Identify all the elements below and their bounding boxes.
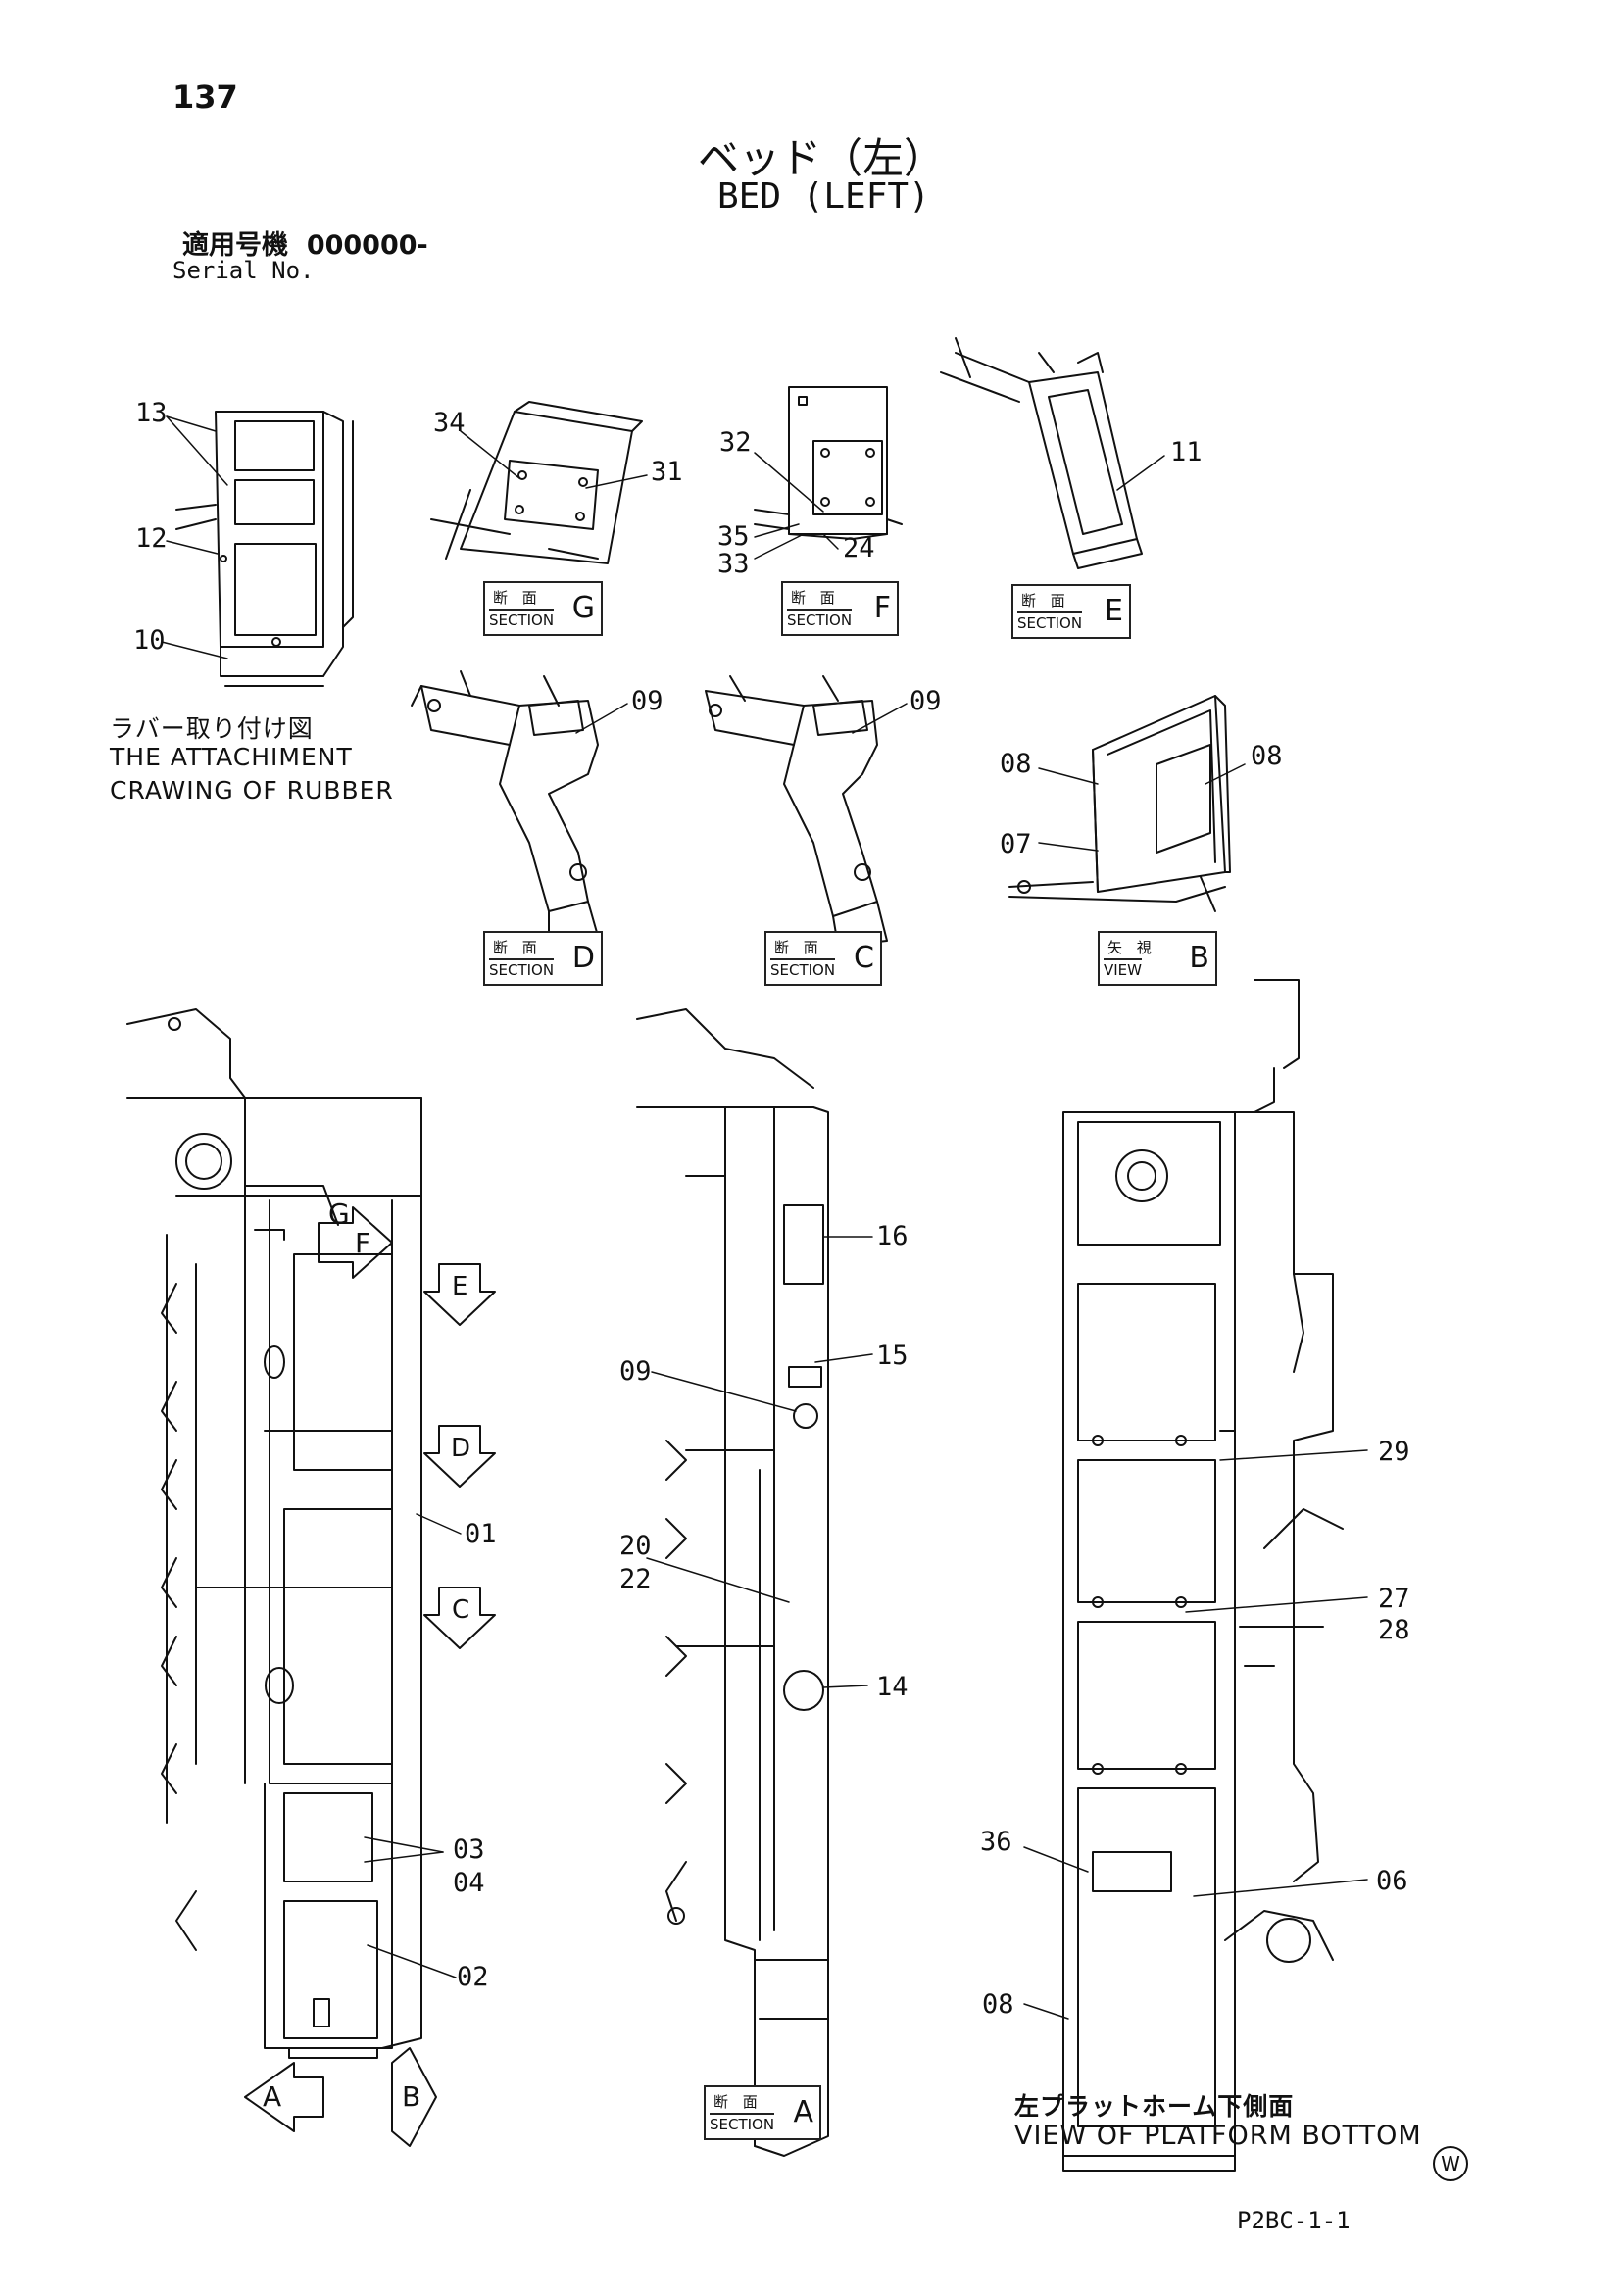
section-f-drawing	[754, 386, 903, 540]
section-d-kanji: 断 面	[493, 939, 542, 956]
part-label-33: 33	[717, 549, 750, 579]
section-d-drawing	[411, 670, 599, 942]
platform-caption-en: VIEW OF PLATFORM BOTTOM	[1014, 2121, 1422, 2151]
part-label-06: 06	[1376, 1866, 1408, 1896]
part-label-31: 31	[651, 457, 683, 487]
part-label-07: 07	[1000, 829, 1032, 859]
section-d-letter: D	[571, 941, 595, 975]
section-a-word: SECTION	[710, 2113, 775, 2133]
drawing-code: P2BC-1-1	[1237, 2207, 1351, 2234]
part-label-16: 16	[876, 1221, 909, 1251]
section-g-word: SECTION	[489, 609, 555, 629]
section-a-label: 断 面 SECTION A	[704, 2085, 821, 2140]
section-e-letter: E	[1105, 594, 1123, 628]
section-e-word: SECTION	[1017, 611, 1083, 632]
section-c-word: SECTION	[770, 958, 836, 979]
leader-lines	[161, 415, 1368, 2020]
rubber-caption-en-line2: CRAWING OF RUBBER	[110, 776, 394, 805]
part-label-15: 15	[876, 1341, 909, 1371]
part-label-29: 29	[1378, 1437, 1410, 1467]
part-label-02: 02	[457, 1962, 489, 1992]
part-label-35: 35	[717, 521, 750, 552]
section-f-word: SECTION	[787, 609, 853, 629]
serial-value: 000000-	[306, 230, 428, 261]
part-label-09-c: 09	[910, 686, 942, 716]
section-e-kanji: 断 面	[1021, 592, 1070, 610]
part-label-36: 36	[980, 1827, 1012, 1857]
serial-label-japanese: 適用号機 000000-	[182, 223, 428, 262]
view-arrows	[244, 1206, 496, 2147]
part-label-32: 32	[719, 427, 752, 458]
section-g-letter: G	[571, 591, 595, 625]
bed-middle-section-a-drawing	[636, 1008, 829, 2157]
section-d-label: 断 面 SECTION D	[483, 931, 603, 986]
section-g-kanji: 断 面	[493, 589, 542, 607]
part-label-27: 27	[1378, 1584, 1410, 1614]
rubber-attachment-drawing	[175, 411, 354, 687]
arrow-letter-c: C	[452, 1595, 471, 1625]
part-label-11: 11	[1170, 437, 1203, 467]
section-c-letter: C	[854, 941, 874, 975]
section-e-label: 断 面 SECTION E	[1011, 584, 1131, 639]
view-b-drawing	[1008, 695, 1231, 912]
view-b-kanji: 矢 視	[1107, 939, 1156, 956]
arrow-letter-f: F	[355, 1227, 372, 1259]
title-japanese: ベッド（左）	[698, 134, 946, 182]
serial-label-jp-text: 適用号機	[182, 230, 288, 261]
section-g-label: 断 面 SECTION G	[483, 581, 603, 636]
part-label-08-platform: 08	[982, 1989, 1014, 2020]
section-c-drawing	[705, 675, 888, 947]
part-label-13: 13	[135, 398, 168, 428]
rubber-caption-jp: ラバー取り付け図	[110, 714, 314, 743]
bed-left-main-drawing	[126, 1008, 422, 2059]
bed-right-platform-bottom-drawing	[1062, 979, 1344, 2172]
section-f-kanji: 断 面	[791, 589, 840, 607]
part-label-24: 24	[843, 533, 875, 563]
part-label-10: 10	[133, 625, 166, 656]
part-label-12: 12	[135, 523, 168, 554]
part-label-34: 34	[433, 408, 466, 438]
section-e-drawing	[940, 337, 1143, 569]
arrow-letter-a: A	[263, 2080, 283, 2113]
part-label-20: 20	[619, 1531, 652, 1561]
page-number: 137	[172, 78, 238, 116]
view-b-word: VIEW	[1104, 958, 1142, 979]
arrow-letter-g: G	[328, 1197, 351, 1230]
part-label-08-b-left: 08	[1000, 749, 1032, 779]
section-a-letter: A	[793, 2095, 813, 2129]
view-b-letter: B	[1189, 941, 1209, 975]
section-f-label: 断 面 SECTION F	[781, 581, 899, 636]
view-b-label: 矢 視 VIEW B	[1098, 931, 1217, 986]
section-g-drawing	[430, 401, 643, 564]
section-a-kanji: 断 面	[713, 2093, 762, 2111]
part-label-14: 14	[876, 1672, 909, 1702]
rubber-caption-en-line1: THE ATTACHIMENT	[110, 743, 353, 771]
section-f-letter: F	[873, 591, 891, 625]
part-label-01: 01	[465, 1519, 497, 1549]
title-english: BED (LEFT)	[717, 176, 930, 217]
watermark-circle-w: W	[1433, 2146, 1468, 2181]
part-label-28: 28	[1378, 1615, 1410, 1645]
part-label-04: 04	[453, 1868, 485, 1898]
part-label-09-d: 09	[631, 686, 664, 716]
arrow-letter-e: E	[452, 1272, 469, 1301]
arrow-letter-b: B	[402, 2080, 422, 2113]
part-label-22: 22	[619, 1564, 652, 1594]
serial-label-english: Serial No.	[172, 257, 315, 284]
section-c-kanji: 断 面	[774, 939, 823, 956]
platform-caption-jp: 左プラットホーム下側面	[1014, 2092, 1295, 2121]
part-label-08-b-right: 08	[1251, 741, 1283, 771]
arrow-letter-d: D	[451, 1434, 472, 1463]
section-c-label: 断 面 SECTION C	[764, 931, 882, 986]
section-d-word: SECTION	[489, 958, 555, 979]
part-label-03: 03	[453, 1834, 485, 1865]
part-label-09-a: 09	[619, 1356, 652, 1387]
